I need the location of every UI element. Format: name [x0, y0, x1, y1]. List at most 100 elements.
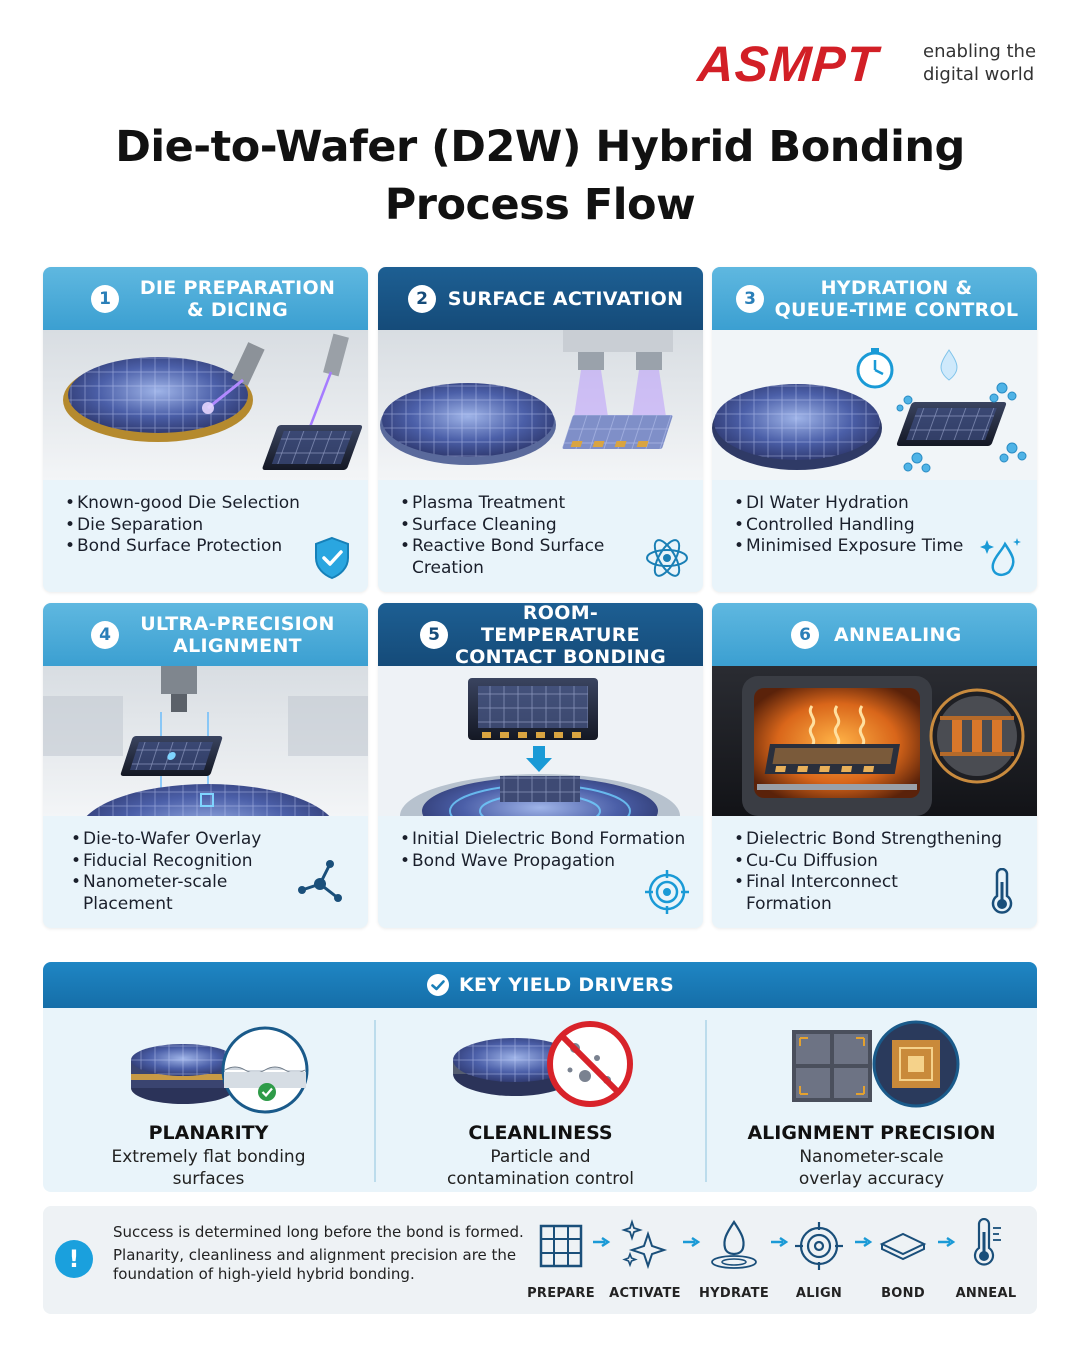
driver-desc-line: Nanometer-scale: [799, 1147, 944, 1167]
driver-name-alignment-precision: ALIGNMENT PRECISION: [747, 1122, 996, 1144]
key-yield-drivers: KEY YIELD DRIVERS PLANARITY Extremely fl…: [43, 962, 1037, 1192]
water-drop-icon: [711, 1220, 757, 1269]
page-title: Die-to-Wafer (D2W) Hybrid Bonding Proces…: [40, 118, 1040, 234]
step-1-bullets: Known-good Die Selection Die Separation …: [65, 493, 315, 558]
step-title-2: SURFACE ACTIVATION: [436, 267, 695, 330]
arrow-right-icon: [771, 1236, 789, 1248]
step-6-bullet: Dielectric Bond Strengthening: [734, 829, 1004, 851]
flow-label: ACTIVATE: [609, 1286, 681, 1301]
step-number-4: 4: [91, 621, 119, 649]
step-title-1-line1: DIE PREPARATION: [139, 276, 336, 299]
brand-tagline-line1: enabling the: [923, 41, 1037, 62]
step-2-bullets: Plasma Treatment Surface Cleaning Reacti…: [400, 493, 650, 579]
step-title-4-line1: ULTRA-PRECISION: [140, 612, 335, 635]
step-6-bullet: Cu-Cu Diffusion: [734, 851, 1004, 873]
step-card-3-header: 3 HYDRATION & QUEUE-TIME CONTROL: [712, 267, 1037, 330]
driver-name-cleanliness: CLEANLINESS: [468, 1122, 613, 1144]
arrow-right-icon: [855, 1236, 873, 1248]
step-5-bullet: Bond Wave Propagation: [400, 851, 690, 873]
step-title-2-line1: SURFACE ACTIVATION: [447, 287, 684, 310]
step-3-bullets: DI Water Hydration Controlled Handling M…: [734, 493, 984, 558]
driver-alignment-precision: ALIGNMENT PRECISION Nanometer-scale over…: [706, 1008, 1037, 1192]
flow-step-align: ALIGN: [774, 1216, 864, 1311]
arrow-right-icon: [938, 1236, 956, 1248]
key-yield-drivers-title: KEY YIELD DRIVERS: [459, 974, 674, 996]
step-title-6-line1: ANNEALING: [834, 623, 962, 646]
crosshair-icon: [795, 1222, 843, 1270]
step-2-bullet: Plasma Treatment: [400, 493, 650, 515]
cleanliness-illustration: [375, 1018, 706, 1118]
summary-banner: ! Success is determined long before the …: [43, 1206, 1037, 1314]
driver-desc-line: contamination control: [447, 1169, 634, 1189]
driver-desc-planarity: Extremely flat bonding surfaces: [83, 1146, 334, 1190]
step-title-5-line1: ROOM-TEMPERATURE: [481, 603, 640, 646]
contact-bonding-illustration: [378, 666, 703, 816]
flow-step-prepare: PREPARE: [516, 1216, 606, 1311]
exclamation-icon: !: [55, 1240, 93, 1278]
step-card-3: 3 HYDRATION & QUEUE-TIME CONTROL: [712, 267, 1037, 592]
step-1-bullet: Bond Surface Protection: [65, 536, 315, 558]
step-number-6: 6: [791, 621, 819, 649]
step-title-1-line2: & DICING: [187, 298, 288, 321]
step-number-2: 2: [408, 285, 436, 313]
step-title-1: DIE PREPARATION & DICING: [115, 267, 360, 330]
step-card-4-header: 4 ULTRA-PRECISION ALIGNMENT: [43, 603, 368, 666]
step-card-1: 1 DIE PREPARATION & DICING Known-good Di…: [43, 267, 368, 592]
flow-step-hydrate: HYDRATE: [689, 1216, 779, 1311]
step-5-bullets: Initial Dielectric Bond Formation Bond W…: [400, 829, 690, 872]
step-title-6: ANNEALING: [812, 603, 997, 666]
step-4-bullet: Die-to-Wafer Overlay: [71, 829, 321, 851]
flow-label: ANNEAL: [955, 1286, 1017, 1301]
step-1-bullet: Known-good Die Selection: [65, 493, 315, 515]
step-4-bullet: Nanometer-scale Placement: [71, 872, 251, 915]
divider: [705, 1020, 707, 1182]
hydration-illustration: [712, 330, 1037, 480]
brand-header: ASMPT enabling the digital world: [696, 36, 1038, 92]
driver-cleanliness: CLEANLINESS Particle and contamination c…: [375, 1008, 706, 1192]
flow-label: PREPARE: [527, 1286, 595, 1301]
arrow-right-icon: [593, 1236, 611, 1248]
flow-step-activate: ACTIVATE: [600, 1216, 690, 1311]
step-2-bullet: Reactive Bond Surface Creation: [400, 536, 650, 579]
atom-icon: [643, 534, 691, 582]
thermometer-icon: [973, 1218, 1001, 1266]
step-4-bullet: Fiducial Recognition: [71, 851, 321, 873]
step-4-bullets: Die-to-Wafer Overlay Fiducial Recognitio…: [71, 829, 321, 915]
step-number-1: 1: [91, 285, 119, 313]
step-3-bullet: DI Water Hydration: [734, 493, 984, 515]
step-3-bullet: Minimised Exposure Time: [734, 536, 984, 558]
step-title-4-line2: ALIGNMENT: [173, 634, 302, 657]
step-card-2: 2 SURFACE ACTIVATION: [378, 267, 703, 592]
flow-label: HYDRATE: [699, 1286, 769, 1301]
stack-icon: [879, 1232, 927, 1261]
divider: [374, 1020, 376, 1182]
key-yield-drivers-header: KEY YIELD DRIVERS: [43, 962, 1037, 1008]
step-5-bullet: Initial Dielectric Bond Formation: [400, 829, 690, 851]
step-card-5-header: 5 ROOM-TEMPERATURE CONTACT BONDING: [378, 603, 703, 668]
step-card-6: 6 ANNEALING: [712, 603, 1037, 928]
water-drop-sparkle-icon: [977, 534, 1025, 582]
driver-desc-cleanliness: Particle and contamination control: [415, 1146, 666, 1190]
step-3-bullet: Controlled Handling: [734, 515, 984, 537]
step-title-3-line2: QUEUE-TIME CONTROL: [774, 298, 1019, 321]
flow-label: ALIGN: [795, 1286, 843, 1301]
page-title-line1: Die-to-Wafer (D2W) Hybrid Bonding: [115, 122, 965, 172]
step-1-bullet: Die Separation: [65, 515, 315, 537]
driver-desc-line: Extremely flat bonding: [111, 1147, 306, 1167]
flow-step-anneal: ANNEAL: [941, 1216, 1031, 1311]
step-card-1-header: 1 DIE PREPARATION & DICING: [43, 267, 368, 330]
step-card-4: 4 ULTRA-PRECISION ALIGNMENT Die-: [43, 603, 368, 928]
grid-icon: [539, 1224, 583, 1268]
step-number-5: 5: [420, 621, 448, 649]
die-dicing-illustration: [43, 330, 368, 480]
driver-desc-line: overlay accuracy: [798, 1169, 945, 1189]
step-title-3: HYDRATION & QUEUE-TIME CONTROL: [764, 267, 1029, 330]
alignment-precision-illustration: [706, 1018, 1037, 1118]
alignment-illustration: [43, 666, 368, 816]
step-2-bullet: Surface Cleaning: [400, 515, 650, 537]
driver-desc-line: surfaces: [172, 1169, 245, 1189]
brand-logo: ASMPT: [696, 36, 880, 92]
planarity-illustration: [43, 1018, 374, 1118]
brand-tagline-line2: digital world: [923, 64, 1035, 85]
driver-planarity: PLANARITY Extremely flat bonding surface…: [43, 1008, 374, 1192]
